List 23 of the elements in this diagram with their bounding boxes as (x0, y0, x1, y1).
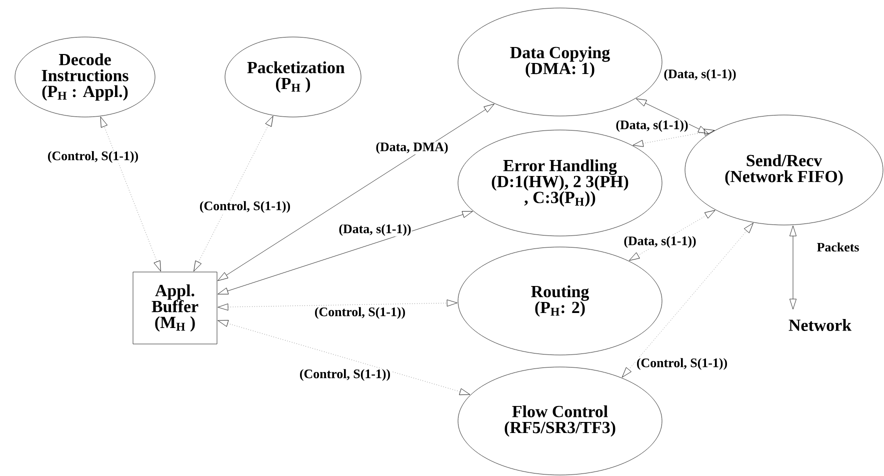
edge-label: (Control, S(1-1)) (46, 150, 140, 164)
edge-label: (Control, S(1-1)) (314, 306, 406, 320)
arrow (218, 320, 470, 396)
buffer-box: Appl. Buffer (M$_{H}$ ) (132, 272, 218, 344)
edge-label: (Control, S(1-1)) (298, 368, 392, 382)
arrow (100, 116, 161, 272)
arrow (790, 226, 796, 310)
arrow (622, 222, 754, 378)
arrow (218, 104, 494, 281)
edge-label: (Data, s(1-1)) (623, 236, 697, 248)
edge-label: (Data, DMA) (375, 142, 449, 154)
edge-label: Packets (816, 242, 860, 252)
edge-label: (Data, s(1-1)) (338, 224, 412, 236)
edge-label: (Control, S(1-1)) (198, 200, 292, 214)
edge-label: (Data, s(1-1)) (663, 68, 737, 82)
node-label: Network (788, 319, 852, 331)
arrow (632, 128, 715, 147)
arrow (629, 210, 716, 261)
arrow (218, 211, 473, 294)
arrow (218, 300, 458, 310)
arrow (194, 116, 274, 272)
edge-label: (Data, s(1-1)) (615, 120, 689, 132)
edge-label: (Control, S(1-1)) (636, 358, 728, 370)
